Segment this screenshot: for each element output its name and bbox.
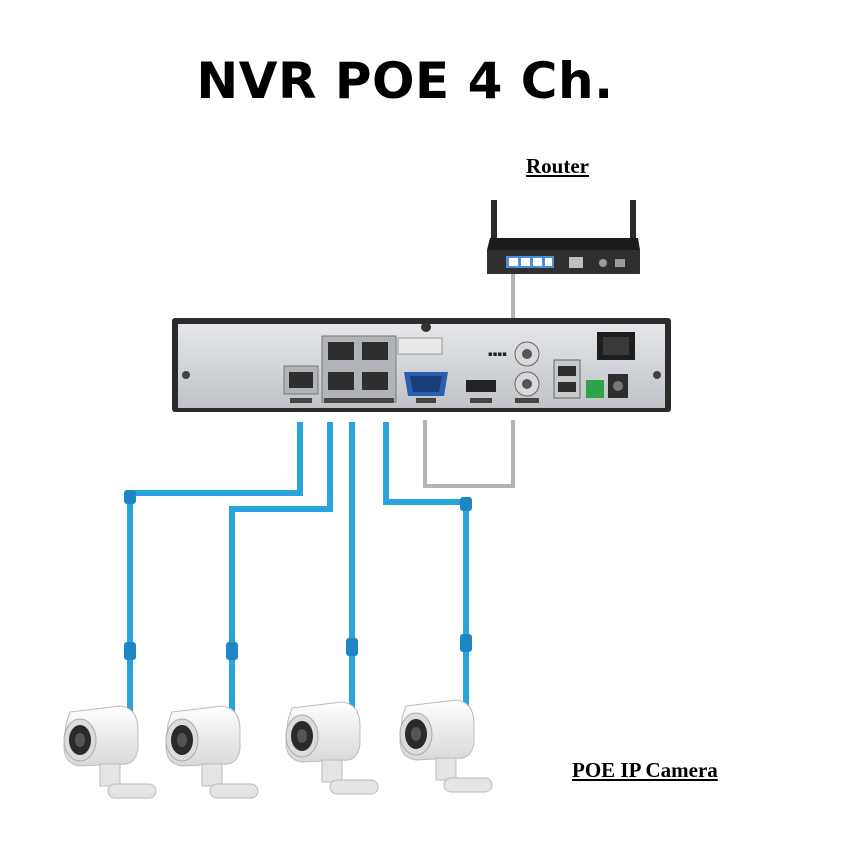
- nvr-power-switch: [597, 332, 635, 360]
- poe-cables: [127, 422, 469, 714]
- camera-mount: [107, 783, 157, 799]
- nvr-usb-ports: [553, 359, 581, 399]
- camera-1: [63, 705, 157, 799]
- nvr-screw-left: [182, 371, 190, 379]
- nvr-terminal-block: [586, 380, 604, 398]
- router-power-jack: [599, 259, 607, 267]
- nvr-poe-ports: [321, 335, 397, 403]
- network-cable: [423, 274, 515, 488]
- camera-label: POE IP Camera: [572, 758, 718, 782]
- router-lan-ports: [506, 256, 554, 268]
- nvr-recorder: ▪▪▪▪: [172, 318, 671, 412]
- router: [487, 200, 640, 274]
- nvr-lan-port: [283, 365, 319, 403]
- poe-cable-1: [127, 422, 303, 714]
- nvr-dc-jack: [608, 374, 628, 398]
- camera-mount: [209, 783, 259, 799]
- camera-3: [285, 701, 379, 795]
- router-wan-port: [569, 257, 583, 268]
- nvr-hdmi-port: [466, 380, 496, 403]
- router-switch: [615, 259, 625, 267]
- router-label: Router: [526, 154, 589, 178]
- router-antenna-left: [491, 200, 497, 252]
- nvr-vga-port: [404, 372, 448, 403]
- poe-cable-2: [229, 422, 333, 714]
- camera-mount: [329, 779, 379, 795]
- cable-connectors: [124, 490, 472, 660]
- nvr-bnc-connectors: ▪▪▪▪: [488, 341, 540, 403]
- poe-cable-4: [383, 422, 469, 714]
- camera-mount: [443, 777, 493, 793]
- camera-4: [399, 699, 493, 793]
- camera-2: [165, 705, 259, 799]
- diagram-title: NVR POE 4 Ch.: [196, 52, 614, 110]
- svg-text:▪▪▪▪: ▪▪▪▪: [488, 350, 507, 358]
- router-antenna-right: [630, 200, 636, 252]
- nvr-screw-right: [653, 371, 661, 379]
